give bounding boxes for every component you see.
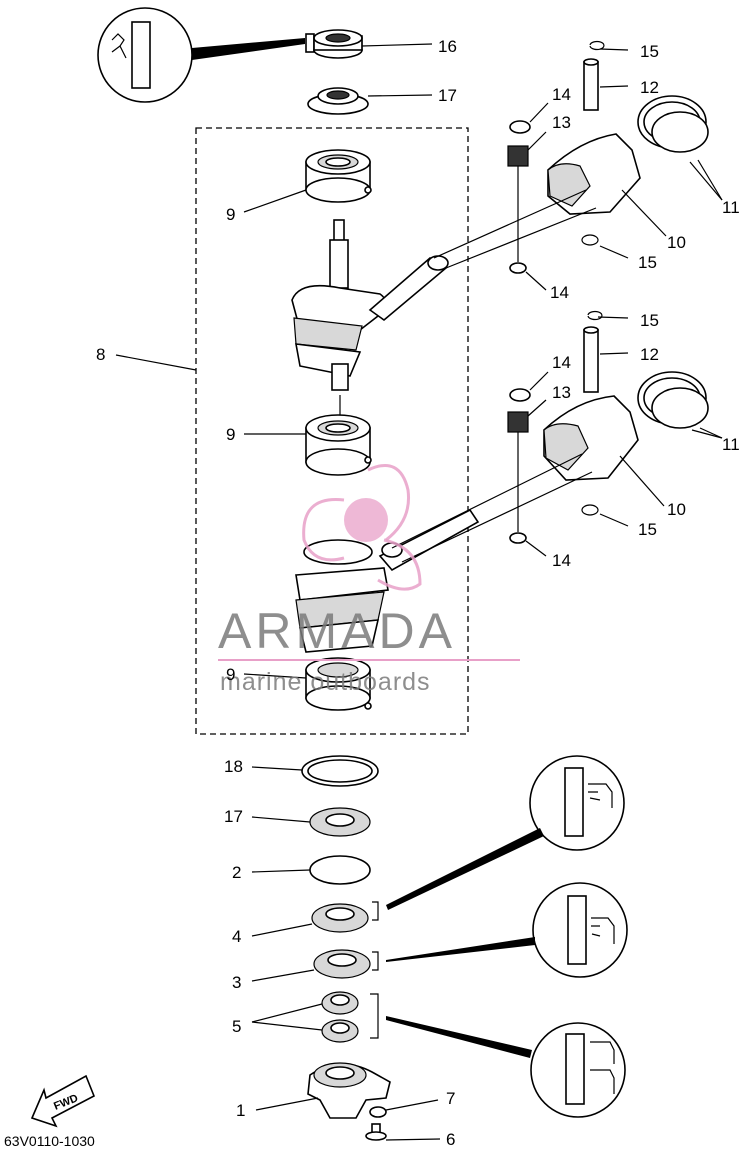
part-6-bolt — [365, 1123, 387, 1141]
callout-14-a: 14 — [552, 85, 571, 104]
callout-15-d: 15 — [638, 520, 657, 539]
callout-5: 5 — [232, 1017, 241, 1036]
callout-15-c: 15 — [640, 311, 659, 330]
callout-14-d: 14 — [552, 551, 571, 570]
part-3-oil-seal — [313, 949, 371, 979]
callout-12-b: 12 — [640, 345, 659, 364]
callout-4: 4 — [232, 927, 241, 946]
lower-piston-group — [391, 310, 709, 563]
callout-6: 6 — [446, 1130, 455, 1149]
callout-14-b: 14 — [550, 283, 569, 302]
part-9-bearing-low — [305, 657, 372, 711]
callout-13-a: 13 — [552, 113, 571, 132]
callout-17-top: 17 — [438, 86, 457, 105]
part-2-o-ring — [309, 855, 371, 885]
callout-10-b: 10 — [667, 500, 686, 519]
watermark-brand: ARMADA — [218, 603, 456, 659]
part-7-washer — [369, 1106, 387, 1118]
fwd-arrow: FWD — [30, 1074, 96, 1128]
crankshaft-upper — [291, 219, 449, 391]
callout-9-a: 9 — [226, 205, 235, 224]
callout-13-b: 13 — [552, 383, 571, 402]
part-17-retainer-bottom — [309, 807, 371, 837]
callout-10-a: 10 — [667, 233, 686, 252]
watermark-tagline: marine outboards — [220, 668, 431, 696]
callout-11-a: 11 — [722, 198, 740, 217]
part-9-bearing-mid — [305, 414, 372, 476]
watermark-logo: ARMADA marine outboards — [218, 464, 520, 696]
part-4-oil-seal — [311, 903, 369, 933]
crankshaft-assembly-box — [195, 127, 469, 735]
callout-2: 2 — [232, 863, 241, 882]
crankshaft-lower — [295, 508, 480, 653]
part-1-housing — [307, 1062, 391, 1119]
part-18-gasket — [301, 755, 379, 787]
leader-lines — [115, 43, 723, 1141]
callout-18: 18 — [224, 757, 243, 776]
callout-8: 8 — [96, 345, 105, 364]
part-9-bearing-top — [305, 149, 372, 203]
callout-15-b: 15 — [638, 253, 657, 272]
callout-3: 3 — [232, 973, 241, 992]
part-16-oil-seal — [305, 29, 363, 59]
part-17-retainer-top — [307, 87, 369, 115]
callout-9-b: 9 — [226, 425, 235, 444]
callout-labels: 16 17 15 12 14 13 11 10 15 14 9 8 15 12 … — [96, 37, 740, 1149]
detail-circle-top — [97, 7, 305, 103]
upper-piston-group — [433, 40, 709, 274]
callout-9-c: 9 — [226, 665, 235, 684]
callout-16: 16 — [438, 37, 457, 56]
callout-14-c: 14 — [552, 353, 571, 372]
detail-circle-seal-3 — [386, 882, 628, 978]
callout-11-b: 11 — [722, 435, 740, 454]
callout-7: 7 — [446, 1089, 455, 1108]
diagram-code: 63V0110-1030 — [4, 1133, 95, 1149]
callout-15-a: 15 — [640, 42, 659, 61]
callout-1: 1 — [236, 1101, 245, 1120]
callout-12-a: 12 — [640, 78, 659, 97]
detail-circle-seal-4 — [386, 755, 625, 910]
detail-circle-seal-5 — [386, 1016, 626, 1118]
part-5-oil-seals — [321, 991, 359, 1043]
callout-17-bottom: 17 — [224, 807, 243, 826]
